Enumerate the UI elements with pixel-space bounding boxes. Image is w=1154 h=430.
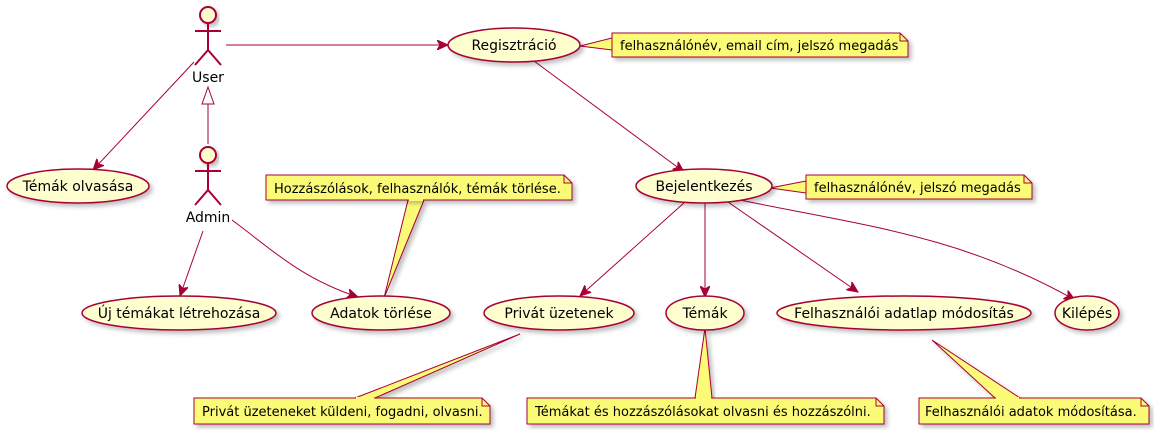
note-felhasznaloi-adatlap bbox=[918, 397, 1150, 425]
note-temak bbox=[526, 397, 885, 425]
usecase-kilepes-label: Kilépés bbox=[1062, 306, 1112, 322]
usecase-felhasznaloi-adatlap-label: Felhasználói adatlap módosítás bbox=[794, 306, 1014, 322]
note-connectors bbox=[354, 37, 1021, 399]
note-privat-uzetenek-text: Privát üzeteneket küldeni, fogadni, olva… bbox=[202, 405, 483, 420]
usecase-adatok-torlese-label: Adatok törlése bbox=[330, 306, 432, 322]
note-bejelentkezes-text: felhasználónév, jelszó megadás bbox=[814, 181, 1021, 196]
actor-admin-head bbox=[199, 146, 217, 164]
note-labels: felhasználónév, email cím, jelszó megadá… bbox=[202, 39, 1137, 420]
actor-admin-body bbox=[194, 163, 222, 206]
note-felhasznaloi-adatlap-text: Felhasználói adatok módosítása. bbox=[925, 405, 1137, 420]
note-connector-felhasznaloi bbox=[931, 339, 1021, 399]
edge-bejelentkezes-kilepes bbox=[739, 199, 1075, 300]
generalization-arrowhead bbox=[201, 85, 215, 105]
note-adatok-torlese bbox=[265, 174, 573, 201]
usecase-adatok-torlese bbox=[311, 295, 451, 331]
edge-admin-uj-temakat bbox=[180, 230, 204, 296]
note-connector-adatok-torlese bbox=[383, 199, 425, 299]
usecase-labels: Regisztráció Témák olvasása Bejelentkezé… bbox=[22, 38, 1113, 322]
note-connector-bejelentkezes bbox=[769, 180, 807, 194]
note-regisztracio bbox=[611, 32, 909, 58]
usecase-temak bbox=[665, 295, 745, 331]
actor-user bbox=[194, 6, 222, 66]
actor-admin bbox=[194, 146, 222, 206]
usecase-kilepes bbox=[1054, 295, 1120, 331]
usecase-privat-uzetenek bbox=[483, 295, 635, 331]
actor-user-label: User bbox=[192, 70, 224, 86]
usecase-privat-uzetenek-label: Privát üzetenek bbox=[504, 306, 614, 322]
actor-user-body bbox=[194, 23, 222, 66]
note-adatok-torlese-text: Hozzászólások, felhasználók, témák törlé… bbox=[274, 182, 561, 197]
notes bbox=[193, 32, 1150, 425]
note-connector-privat bbox=[354, 333, 521, 399]
note-privat-uzetenek bbox=[193, 397, 491, 425]
usecase-regisztracio bbox=[447, 27, 581, 63]
usecase-bejelentkezes-label: Bejelentkezés bbox=[655, 179, 752, 195]
usecase-temak-olvasasa bbox=[6, 168, 150, 204]
note-connector-temak bbox=[694, 327, 713, 399]
note-regisztracio-text: felhasználónév, email cím, jelszó megadá… bbox=[620, 39, 899, 54]
actor-user-head bbox=[199, 6, 217, 24]
actor-admin-label: Admin bbox=[186, 210, 231, 226]
usecase-uj-temakat bbox=[81, 295, 277, 331]
edge-regisztracio-bejelentkezes bbox=[533, 60, 684, 172]
edge-user-temak-olvasasa bbox=[93, 61, 195, 170]
edge-bejelentkezes-privat bbox=[580, 201, 686, 296]
usecase-temak-olvasasa-label: Témák olvasása bbox=[22, 179, 134, 195]
usecases bbox=[6, 27, 1120, 331]
usecase-uj-temakat-label: Új témákat létrehozása bbox=[98, 304, 261, 322]
note-connector-regisztracio bbox=[579, 37, 613, 51]
usecase-regisztracio-label: Regisztráció bbox=[471, 38, 556, 54]
usecase-felhasznaloi-adatlap bbox=[776, 295, 1032, 331]
edge-admin-adatok-torlese bbox=[231, 219, 358, 297]
note-temak-text: Témákat és hozzászólásokat olvasni és ho… bbox=[534, 405, 871, 420]
usecase-temak-label: Témák bbox=[681, 306, 728, 322]
note-bejelentkezes bbox=[805, 174, 1033, 200]
usecase-bejelentkezes bbox=[635, 168, 773, 204]
edge-bejelentkezes-felhasznaloi bbox=[727, 201, 858, 292]
edges bbox=[93, 45, 1075, 300]
